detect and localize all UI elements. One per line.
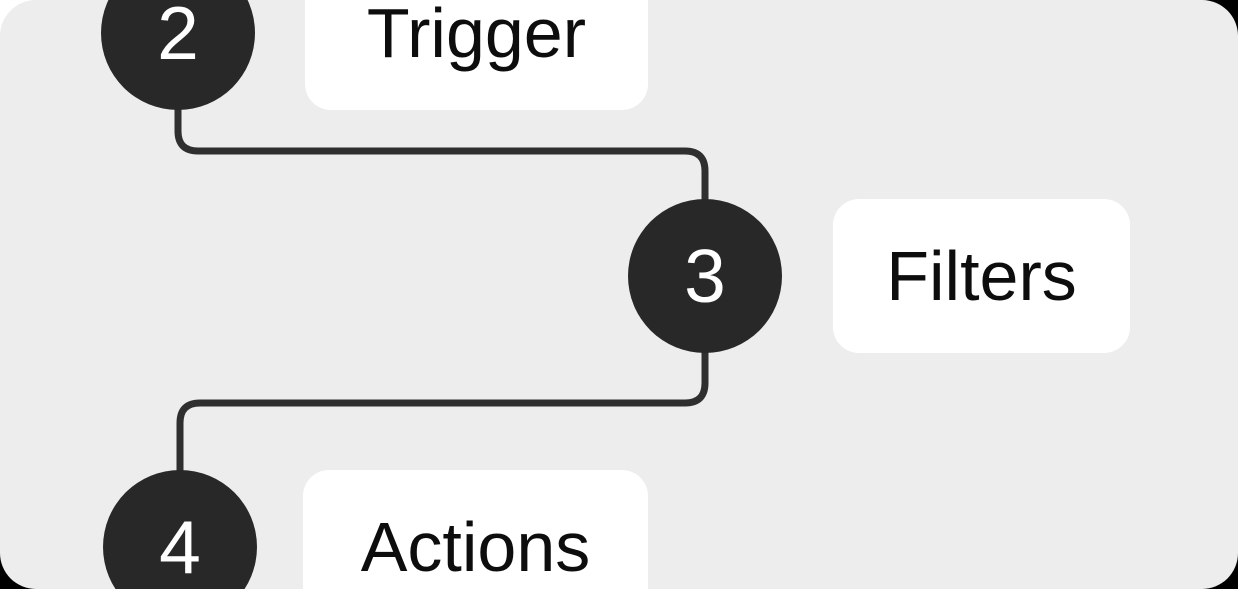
step-label-trigger: Trigger bbox=[305, 0, 648, 110]
step-label-filters-text: Filters bbox=[886, 237, 1077, 315]
step-node-filters: 3 bbox=[628, 199, 782, 353]
step-label-actions: Actions bbox=[303, 470, 648, 589]
step-node-actions: 4 bbox=[103, 470, 257, 589]
step-label-actions-text: Actions bbox=[360, 508, 591, 586]
step-number-trigger: 2 bbox=[157, 0, 199, 75]
step-number-actions: 4 bbox=[159, 504, 201, 589]
step-label-trigger-text: Trigger bbox=[366, 0, 587, 72]
connector-line-trigger-filters bbox=[174, 106, 709, 210]
step-number-filters: 3 bbox=[684, 233, 726, 318]
step-label-filters: Filters bbox=[833, 199, 1130, 353]
connector-line-filters-actions bbox=[176, 345, 709, 478]
